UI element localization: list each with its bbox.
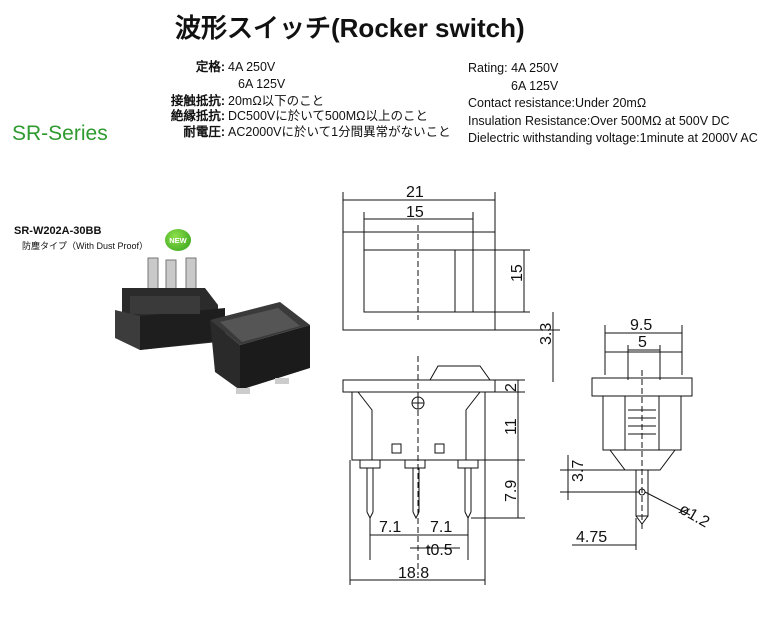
top-view [342, 192, 560, 382]
spec-jp-value-3: DC500Vに於いて500MΩ以上のこと [228, 109, 428, 123]
dim-thickness: t0.5 [426, 542, 453, 559]
dim-pitch-left: 7.1 [379, 519, 401, 536]
spec-jp-label-4: 耐電圧: [183, 125, 225, 139]
model-number: SR-W202A-30BB [14, 225, 102, 237]
spec-jp-value-0: 4A 250V [228, 60, 276, 74]
dim-top-width: 21 [406, 184, 424, 201]
product-photo [115, 257, 310, 394]
spec-en-4: Dielectric withstanding voltage:1minute … [468, 131, 758, 145]
end-view [560, 325, 693, 550]
dim-body-height: 11 [503, 418, 520, 435]
spec-jp-value-2: 20mΩ以下のこと [228, 94, 325, 108]
dim-hole-diameter: ø1.2 [676, 501, 712, 532]
spec-en-0: Rating: 4A 250V [468, 61, 559, 75]
dim-flange: 2 [503, 383, 520, 392]
dim-end-width: 9.5 [630, 317, 652, 334]
dim-top-height: 15 [509, 264, 526, 282]
switch-back-view [115, 257, 225, 350]
dim-pitch-right: 7.1 [430, 519, 452, 536]
dim-end-inner: 5 [638, 334, 647, 351]
dim-side-gap: 3.3 [538, 323, 555, 345]
spec-jp-value-4: AC2000Vに於いて1分間異常がないこと [228, 125, 451, 139]
dim-body-width: 18.8 [398, 565, 429, 582]
spec-jp-label-3: 絶縁抵抗: [170, 109, 225, 123]
side-view [342, 356, 525, 585]
dim-top-inner-width: 15 [406, 204, 424, 221]
spec-en-2: Contact resistance:Under 20mΩ [468, 96, 647, 110]
dim-terminal-offset: 4.75 [576, 529, 607, 546]
new-badge: NEW [165, 229, 191, 251]
switch-front-view [210, 302, 310, 394]
spec-jp-label-2: 接触抵抗: [170, 94, 225, 108]
spec-jp-label-0: 定格: [195, 60, 225, 74]
dim-terminal-length: 7.9 [503, 480, 520, 502]
spec-jp-value-1: 6A 125V [238, 77, 286, 91]
spec-en-3: Insulation Resistance:Over 500MΩ at 500V… [468, 114, 730, 128]
dim-hole-offset: 3.7 [570, 460, 587, 482]
series-name: SR-Series [12, 122, 108, 145]
page-title: 波形スイッチ(Rocker switch) [175, 13, 525, 43]
model-variant: 防塵タイプ（With Dust Proof） [22, 241, 149, 251]
spec-en-1: 6A 125V [511, 79, 559, 93]
